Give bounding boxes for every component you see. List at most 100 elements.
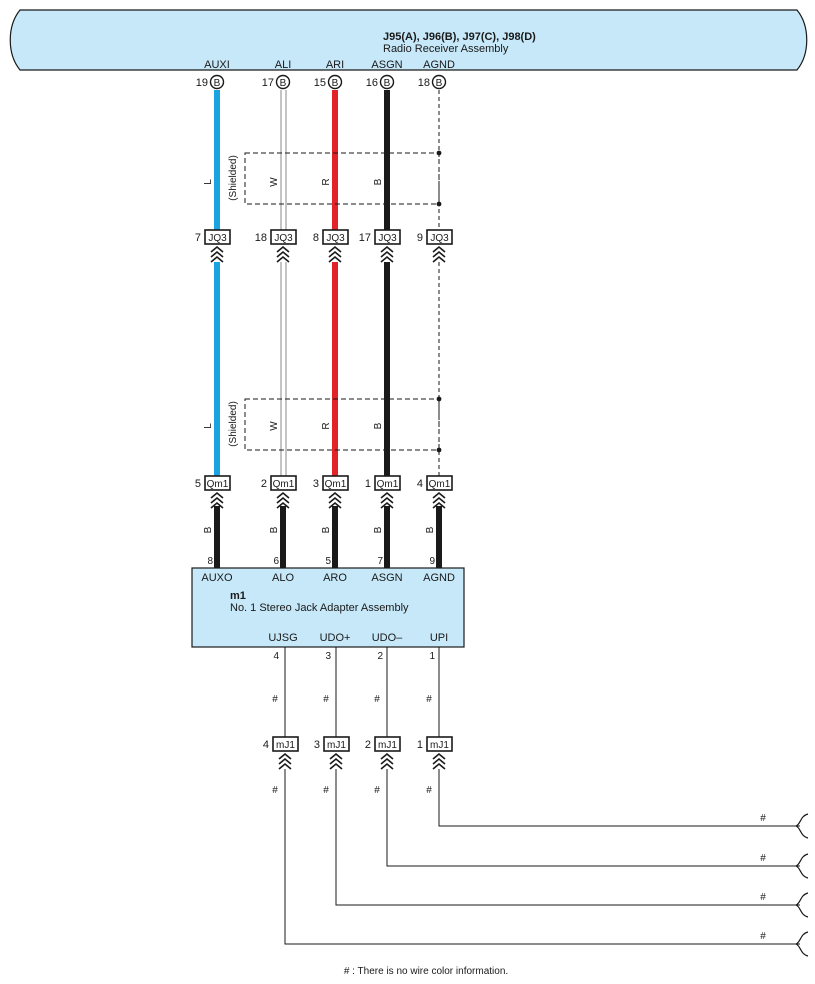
radio-terminal-letter: B xyxy=(436,78,443,89)
radio-signal-auxi: AUXI xyxy=(204,59,230,71)
adapter-pin-auxo: 8 xyxy=(207,556,213,567)
connector-qm1-ali: Qm1 2 xyxy=(261,475,297,509)
adapter-pin-asgn: 7 xyxy=(377,556,383,567)
connector-mj1-upi: mJ1 1 xyxy=(417,736,453,770)
wire-color-label-ali-middle: W xyxy=(269,421,280,431)
shield-box-upper xyxy=(244,152,440,205)
adapter-pin-udo-plus: 3 xyxy=(325,651,331,662)
connector-qm1-agnd: Qm1 4 xyxy=(417,475,453,509)
connector-pin: 1 xyxy=(365,478,371,490)
connector-name: JQ3 xyxy=(326,233,345,244)
connector-name: Qm1 xyxy=(429,479,451,490)
connector-qm1-asgn: Qm1 1 xyxy=(365,475,401,509)
connector-pin: 3 xyxy=(314,739,320,751)
adapter-name: No. 1 Stereo Jack Adapter Assembly xyxy=(230,602,409,614)
unknown-color-mark-udo-minus-lower: # xyxy=(374,785,380,796)
connector-pin: 5 xyxy=(195,478,201,490)
unknown-color-mark-udo-plus-upper: # xyxy=(323,694,329,705)
connector-pin: 1 xyxy=(417,739,423,751)
wire-color-label-alo-lower: B xyxy=(269,526,280,533)
shield-box-lower xyxy=(244,398,440,451)
wire-color-label-aro-lower: B xyxy=(321,526,332,533)
radio-terminal-letter: B xyxy=(332,78,339,89)
adapter-pin-ujsg: 4 xyxy=(273,651,279,662)
radio-terminal-letter: B xyxy=(384,78,391,89)
unknown-color-mark-ujsg-upper: # xyxy=(272,694,278,705)
connector-mj1-udo-plus: mJ1 3 xyxy=(314,736,350,770)
connector-name: mJ1 xyxy=(276,740,295,751)
connector-name: JQ3 xyxy=(430,233,449,244)
radio-signal-ari: ARI xyxy=(326,59,344,71)
radio-signal-agnd: AGND xyxy=(423,59,455,71)
connector-name: mJ1 xyxy=(327,740,346,751)
wire-ujsg-out xyxy=(284,769,800,945)
radio-terminal-letter: B xyxy=(214,78,221,89)
shield-ground-dot-lower-top xyxy=(436,396,442,402)
radio-terminal-auxi: B 19 xyxy=(196,74,225,90)
radio-terminal-agnd: B 18 xyxy=(418,74,447,90)
unknown-color-mark-udo-minus-out: # xyxy=(760,853,766,864)
connector-qm1-auxi: Qm1 5 xyxy=(195,475,231,509)
wire-color-label-ari-middle: R xyxy=(321,422,332,429)
adapter-signal-agnd: AGND xyxy=(423,572,455,584)
adapter-signal-aro: ARO xyxy=(323,572,347,584)
unknown-color-mark-ujsg-out: # xyxy=(760,931,766,942)
connector-name: mJ1 xyxy=(430,740,449,751)
adapter-signal-asgn: ASGN xyxy=(371,572,402,584)
wire-color-label-auxi-middle: L xyxy=(203,423,214,429)
shield-ground-dot-upper-top xyxy=(436,150,442,156)
continuation-bracket-udo-plus xyxy=(794,892,809,918)
connector-name: JQ3 xyxy=(378,233,397,244)
unknown-color-mark-upi-upper: # xyxy=(426,694,432,705)
connector-jq3-asgn: JQ3 17 xyxy=(359,229,401,263)
connector-pin: 18 xyxy=(255,232,267,244)
adapter-pin-udo-minus: 2 xyxy=(377,651,383,662)
connector-pin: 2 xyxy=(261,478,267,490)
connector-name: JQ3 xyxy=(274,233,293,244)
radio-receiver-code: J95(A), J96(B), J97(C), J98(D) xyxy=(383,31,536,43)
adapter-pin-agnd: 9 xyxy=(429,556,435,567)
connector-pin: 4 xyxy=(263,739,269,751)
wire-color-label-agnd-lower: B xyxy=(425,526,436,533)
connector-jq3-auxi: JQ3 7 xyxy=(195,229,231,263)
radio-terminal-pin: 16 xyxy=(366,77,378,89)
connector-name: Qm1 xyxy=(207,479,229,490)
adapter-signal-udo-minus: UDO– xyxy=(372,632,403,644)
radio-receiver-body xyxy=(9,9,808,71)
wire-color-label-ali-upper: W xyxy=(269,177,280,187)
adapter-signal-udo-plus: UDO+ xyxy=(320,632,351,644)
connector-pin: 17 xyxy=(359,232,371,244)
shield-label-upper: (Shielded) xyxy=(228,155,239,201)
connector-pin: 9 xyxy=(417,232,423,244)
radio-terminal-asgn: B 16 xyxy=(366,74,395,90)
adapter-pin-upi: 1 xyxy=(429,651,435,662)
wire-udo-minus-out xyxy=(386,769,800,867)
shield-ground-dot-lower-bottom xyxy=(436,447,442,453)
connector-jq3-ali: JQ3 18 xyxy=(255,229,297,263)
wire-color-label-asgn-lower: B xyxy=(373,526,384,533)
connector-name: mJ1 xyxy=(378,740,397,751)
adapter-signal-ujsg: UJSG xyxy=(268,632,297,644)
continuation-bracket-udo-minus xyxy=(794,853,809,879)
radio-terminal-pin: 19 xyxy=(196,77,208,89)
wire-udo-plus-out xyxy=(335,769,800,906)
radio-signal-asgn: ASGN xyxy=(371,59,402,71)
connector-pin: 3 xyxy=(313,478,319,490)
radio-terminal-letter: B xyxy=(280,78,287,89)
radio-signal-ali: ALI xyxy=(275,59,292,71)
unknown-color-mark-udo-plus-out: # xyxy=(760,892,766,903)
continuation-bracket-ujsg xyxy=(794,931,809,957)
footnote: # : There is no wire color information. xyxy=(344,966,508,977)
connector-pin: 7 xyxy=(195,232,201,244)
adapter-code: m1 xyxy=(230,590,246,602)
adapter-body xyxy=(191,567,465,648)
unknown-color-mark-udo-plus-lower: # xyxy=(323,785,329,796)
wire-color-label-ari-upper: R xyxy=(321,178,332,185)
connector-mj1-udo-minus: mJ1 2 xyxy=(365,736,401,770)
adapter-pin-aro: 5 xyxy=(325,556,331,567)
radio-terminal-pin: 18 xyxy=(418,77,430,89)
connector-qm1-ari: Qm1 3 xyxy=(313,475,349,509)
wire-upi-out xyxy=(438,769,800,827)
